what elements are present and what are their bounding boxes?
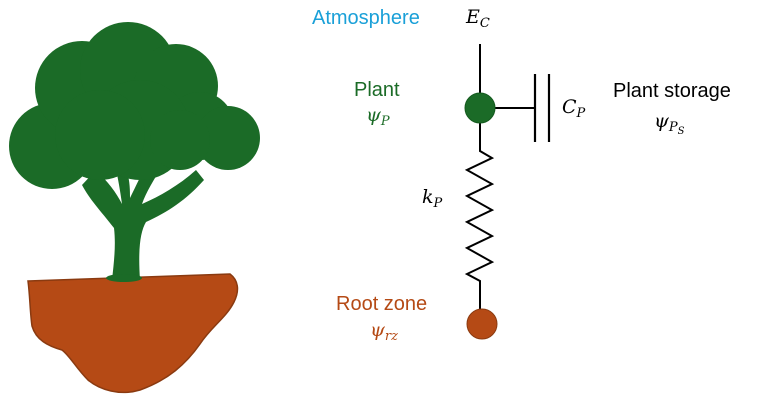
psi-ps-symbol: ψPS bbox=[654, 110, 685, 137]
kp-symbol: kP bbox=[422, 186, 442, 211]
circuit bbox=[464, 44, 551, 340]
psi-ps-sub: P bbox=[668, 120, 678, 135]
soil-icon bbox=[27, 273, 239, 394]
ec-base: E bbox=[466, 6, 480, 28]
kp-base: k bbox=[422, 186, 434, 208]
psi-p-symbol: ψP bbox=[366, 104, 390, 129]
psi-p-base: ψ bbox=[366, 104, 381, 126]
plant-storage-label: Plant storage bbox=[613, 80, 731, 102]
psi-ps-subsub: S bbox=[677, 126, 685, 137]
root-zone-label: Root zone bbox=[336, 293, 428, 315]
cp-base: C bbox=[562, 96, 577, 118]
psi-rz-base: ψ bbox=[370, 319, 385, 341]
cp-symbol: CP bbox=[562, 96, 585, 121]
root-zone-node bbox=[466, 308, 498, 340]
plant-label: Plant bbox=[354, 79, 400, 101]
plant-node bbox=[464, 92, 496, 124]
kp-sub: P bbox=[433, 196, 443, 211]
ec-symbol: EC bbox=[466, 6, 490, 31]
tree-icon bbox=[9, 22, 260, 394]
cp-sub: P bbox=[576, 106, 586, 121]
psi-rz-sub: rz bbox=[384, 329, 398, 344]
atmosphere-label: Atmosphere bbox=[312, 7, 420, 29]
tree-trunk bbox=[82, 160, 204, 280]
psi-p-sub: P bbox=[380, 114, 390, 129]
resistor-icon bbox=[464, 122, 495, 312]
psi-rz-symbol: ψrz bbox=[370, 319, 398, 344]
ec-sub: C bbox=[479, 16, 490, 31]
psi-ps-base: ψ bbox=[654, 110, 669, 132]
